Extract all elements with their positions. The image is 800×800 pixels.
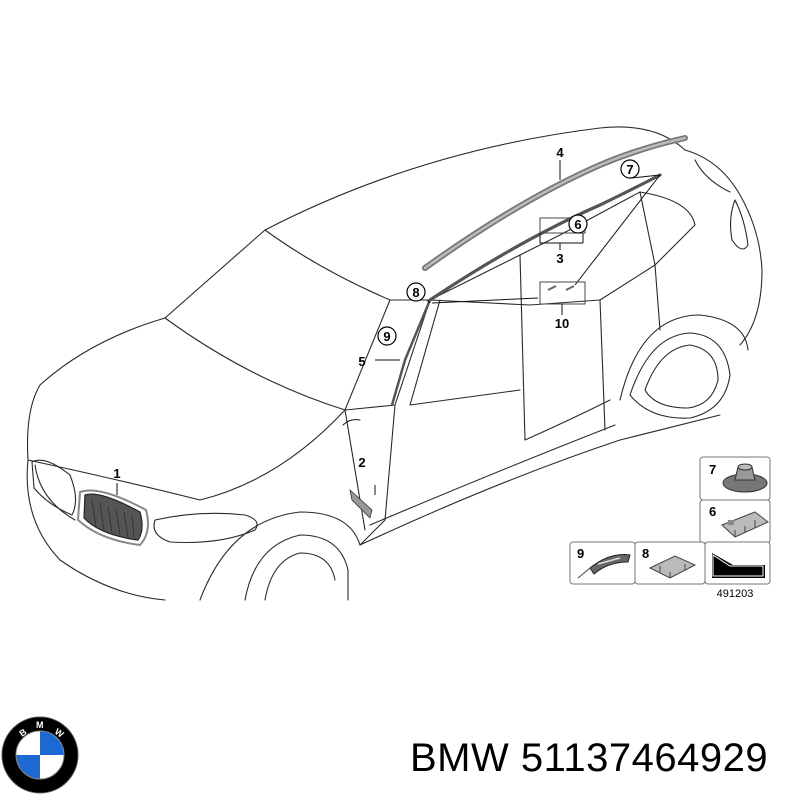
clip-part-7-image xyxy=(722,463,768,493)
callout-1: 1 xyxy=(113,466,120,481)
clip-part-6-image xyxy=(721,511,769,538)
kidney-grille xyxy=(76,489,149,547)
legend-8: 8 xyxy=(642,546,649,561)
parts-legend: 7 6 9 8 xyxy=(569,456,771,585)
callout-7: 7 xyxy=(626,162,633,177)
callout-10: 10 xyxy=(555,316,569,331)
arrow-symbol-icon xyxy=(712,553,765,578)
callout-8: 8 xyxy=(412,285,419,300)
clip-part-9-image xyxy=(577,554,631,579)
callout-9: 9 xyxy=(383,329,390,344)
svg-text:B: B xyxy=(17,726,28,738)
roof-rail-highlight xyxy=(423,136,687,270)
roof-rail-part-4 xyxy=(422,135,688,271)
callout-8-circle xyxy=(406,282,426,302)
callout-4: 4 xyxy=(556,145,564,160)
legend-7: 7 xyxy=(709,462,716,477)
callout-5: 5 xyxy=(358,354,365,369)
part-number-caption: BMW 51137464929 xyxy=(410,736,769,780)
roof-moulding xyxy=(428,173,662,302)
legend-9: 9 xyxy=(577,546,584,561)
clip-part-8-image xyxy=(648,555,697,579)
callout-3: 3 xyxy=(556,251,563,266)
callout-7-circle xyxy=(620,159,640,179)
diagram-number: 491203 xyxy=(717,588,754,600)
a-pillar-trim-part-5 xyxy=(390,299,432,406)
callout-9-circle xyxy=(377,326,397,346)
svg-text:M: M xyxy=(36,720,44,730)
callout-6: 6 xyxy=(574,217,581,232)
callout-2: 2 xyxy=(358,455,365,470)
bmw-logo: B M W xyxy=(1,716,79,794)
car-outline xyxy=(26,126,763,601)
legend-6: 6 xyxy=(709,504,716,519)
callout-6-circle xyxy=(568,214,588,234)
leader-lines xyxy=(116,160,661,495)
